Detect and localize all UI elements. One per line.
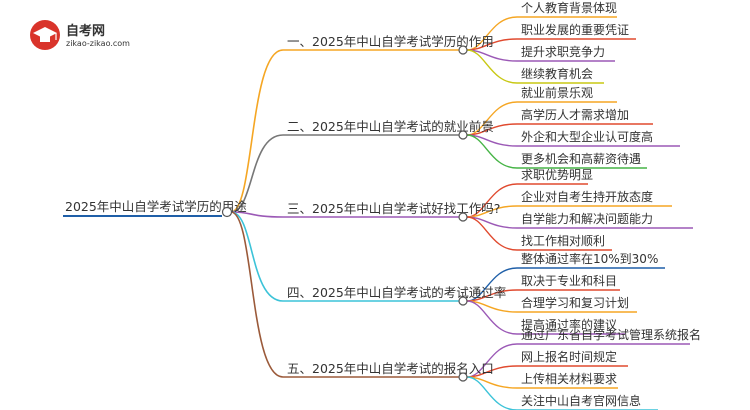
leaf-connector-line bbox=[466, 134, 518, 169]
branch-connector bbox=[458, 45, 468, 55]
branch-connector bbox=[458, 296, 468, 306]
leaf-label: 外企和大型企业认可度高 bbox=[521, 129, 653, 144]
branch-label: 三、2025年中山自学考试好找工作吗? bbox=[287, 201, 500, 216]
leaf-label: 企业对自考生持开放态度 bbox=[521, 189, 653, 204]
leaf-label: 找工作相对顺利 bbox=[521, 234, 605, 248]
leaf-label: 自学能力和解决问题能力 bbox=[521, 211, 653, 226]
branch-connector-line bbox=[230, 211, 284, 378]
root-label: 2025年中山自学考试学历的用途 bbox=[65, 199, 247, 214]
leaf-label: 更多机会和高薪资待遇 bbox=[521, 151, 641, 166]
leaf-connector-line bbox=[466, 216, 518, 251]
branch-connector-line bbox=[230, 211, 284, 302]
logo-url: zikao-zikao.com bbox=[66, 39, 130, 48]
leaf-label: 求职优势明显 bbox=[521, 168, 593, 182]
leaf-label: 继续教育机会 bbox=[521, 66, 593, 81]
branch-connector bbox=[458, 130, 468, 140]
leaf-label: 取决于专业和科目 bbox=[521, 273, 617, 288]
root-node: 2025年中山自学考试学历的用途 bbox=[63, 199, 247, 218]
leaf-connector-line bbox=[466, 376, 518, 410]
leaf-label: 网上报名时间规定 bbox=[521, 349, 617, 364]
branch-connector-line bbox=[230, 49, 284, 213]
leaf-connector-line bbox=[466, 49, 518, 84]
logo-name: 自考网 bbox=[66, 23, 105, 39]
branch-label: 一、2025年中山自学考试学历的作用 bbox=[287, 34, 494, 49]
leaf-label: 提升求职竞争力 bbox=[521, 44, 605, 59]
branch-connector-line bbox=[230, 211, 284, 218]
leaf-label: 上传相关材料要求 bbox=[521, 371, 617, 386]
leaf-label: 个人教育背景体现 bbox=[521, 0, 617, 15]
leaf-label: 就业前景乐观 bbox=[521, 85, 593, 100]
branch-connector bbox=[458, 372, 468, 382]
leaf-label: 整体通过率在10%到30% bbox=[521, 251, 658, 266]
root-connector bbox=[221, 206, 233, 218]
leaf-label: 关注中山自考官网信息 bbox=[521, 393, 641, 408]
branch-label: 五、2025年中山自学考试的报名入口 bbox=[287, 361, 494, 376]
leaf-label: 职业发展的重要凭证 bbox=[521, 22, 629, 37]
graduation-cap-icon bbox=[30, 20, 60, 50]
logo: 自考网 zikao-zikao.com bbox=[30, 20, 130, 50]
leaf-label: 合理学习和复习计划 bbox=[521, 295, 629, 310]
leaf-label: 提高通过率的建议 bbox=[521, 317, 617, 332]
branch-connector-line bbox=[230, 134, 284, 213]
branch-connector bbox=[458, 212, 468, 222]
branch-label: 四、2025年中山自学考试的考试通过率 bbox=[287, 285, 506, 300]
branch-label: 二、2025年中山自学考试的就业前景 bbox=[287, 119, 494, 134]
leaf-label: 高学历人才需求增加 bbox=[521, 107, 629, 122]
leaf-connector-line bbox=[466, 300, 518, 335]
leaf-label: 通过广东省自学考试管理系统报名 bbox=[521, 327, 701, 342]
